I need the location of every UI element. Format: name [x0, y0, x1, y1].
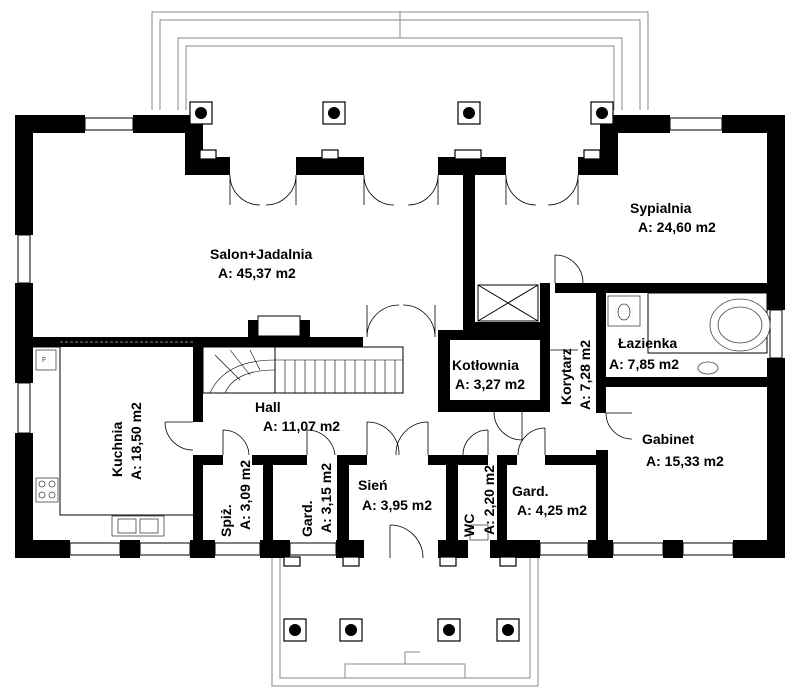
ventilation-shaft — [477, 284, 539, 322]
column-top-2 — [322, 101, 346, 125]
room-area-sien: A: 3,95 m2 — [362, 497, 432, 513]
room-area-kotlownia: A: 3,27 m2 — [455, 376, 525, 392]
room-name-salon: Salon+Jadalnia — [210, 246, 313, 262]
room-name-spizarnia: Spiż. — [218, 504, 234, 537]
room-area-hall: A: 11,07 m2 — [263, 418, 340, 434]
bathroom-fixtures — [469, 292, 771, 541]
room-labels: Salon+Jadalnia A: 45,37 m2 Sypialnia A: … — [109, 200, 724, 537]
column-bottom-3 — [437, 618, 461, 642]
doors — [164, 174, 633, 559]
room-name-kotlownia: Kotłownia — [452, 357, 519, 373]
room-area-gabinet: A: 15,33 m2 — [646, 453, 724, 469]
room-name-gabinet: Gabinet — [642, 431, 694, 447]
room-name-kuchnia: Kuchnia — [109, 422, 125, 477]
room-name-sien: Sień — [358, 477, 388, 493]
kitchen-fixtures: F — [33, 341, 193, 537]
column-bottom-1 — [283, 618, 307, 642]
column-top-3 — [457, 101, 481, 125]
column-top-4 — [590, 101, 614, 125]
columns — [189, 101, 614, 642]
room-area-spizarnia: A: 3,09 m2 — [237, 460, 253, 530]
front-porch — [271, 558, 539, 687]
rear-terrace — [151, 11, 649, 110]
column-bottom-4 — [496, 618, 520, 642]
room-area-kuchnia: A: 18,50 m2 — [128, 402, 144, 480]
interior-walls — [33, 157, 767, 540]
room-name-korytarz: Korytarz — [558, 348, 574, 405]
staircase — [202, 346, 404, 394]
room-area-korytarz: A: 7,28 m2 — [577, 340, 593, 410]
room-name-garderoba1: Gard. — [299, 500, 315, 537]
column-top-1 — [189, 101, 213, 125]
room-name-lazienka: Łazienka — [618, 335, 677, 351]
room-name-sypialnia: Sypialnia — [630, 200, 692, 216]
room-name-garderoba2: Gard. — [512, 483, 549, 499]
room-name-hall: Hall — [255, 399, 281, 415]
column-bottom-2 — [339, 618, 363, 642]
room-area-salon: A: 45,37 m2 — [218, 265, 296, 281]
fridge-label: F — [42, 357, 46, 364]
room-area-lazienka: A: 7,85 m2 — [609, 356, 679, 372]
room-name-wc: WC — [461, 514, 477, 537]
room-area-wc: A: 2,20 m2 — [481, 465, 497, 535]
room-area-sypialnia: A: 24,60 m2 — [638, 219, 716, 235]
room-area-garderoba1: A: 3,15 m2 — [318, 463, 334, 533]
room-area-garderoba2: A: 4,25 m2 — [517, 502, 587, 518]
exterior-walls — [15, 115, 785, 558]
